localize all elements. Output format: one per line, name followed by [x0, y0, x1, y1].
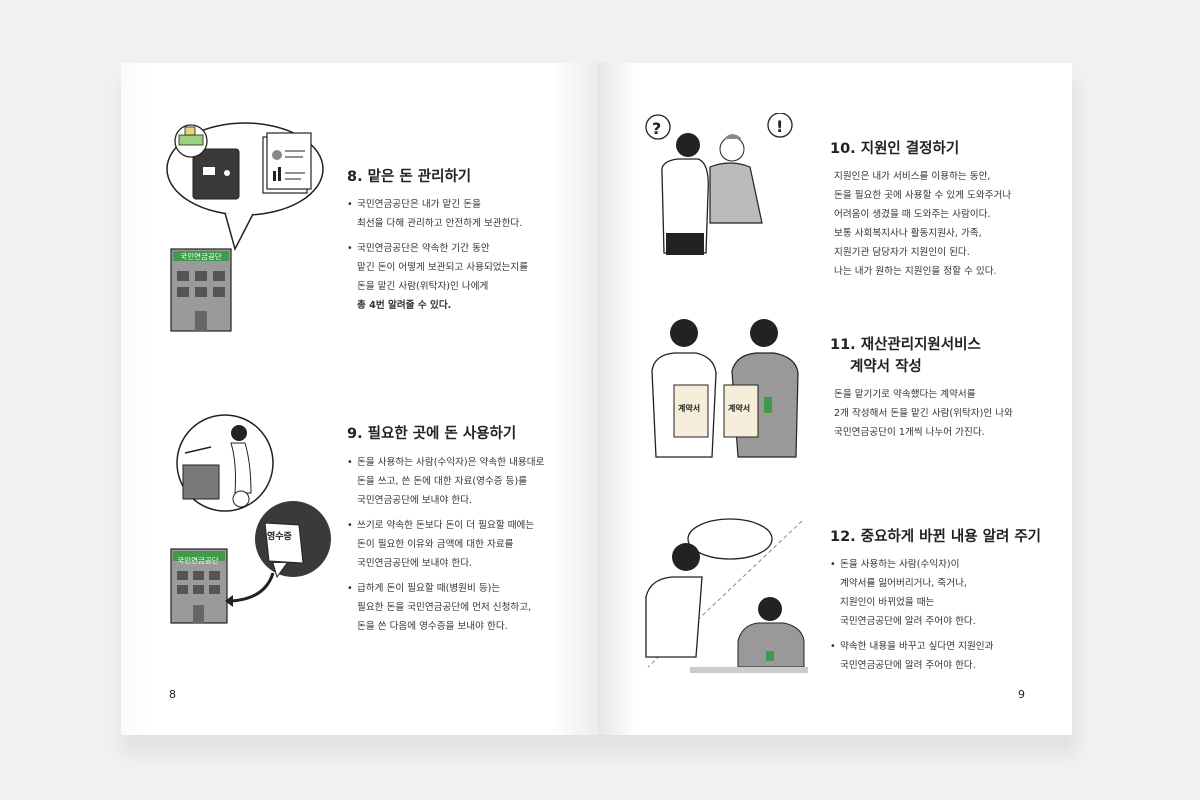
illustration-contract	[646, 315, 806, 465]
section-10-title: 10. 지원인 결정하기	[830, 141, 960, 157]
bullet-item: 국민연금공단은 약속한 기간 동안 맡긴 돈이 어떻게 보관되고 사용되었는지를…	[347, 239, 587, 315]
exclaim-mark: !	[776, 117, 784, 136]
left-page: 국민연금공단 8. 맡은 돈 관리하기 국민연금공단은 내가 맡긴 돈을 최선을…	[121, 63, 598, 735]
illustration-spending	[165, 413, 335, 628]
illustration-notify	[642, 517, 812, 677]
illustration-money-management	[165, 121, 325, 336]
section-11-title: 11. 재산관리지원서비스	[830, 337, 981, 353]
bullet-item: 약속한 내용을 바꾸고 싶다면 지원인과 국민연금공단에 알려 주어야 한다.	[830, 637, 1050, 675]
bullet-item: 국민연금공단은 내가 맡긴 돈을 최선을 다해 관리하고 안전하게 보관한다.	[347, 195, 587, 233]
bullet-item: 돈을 사용하는 사람(수익자)이 계약서를 잃어버리거나, 죽거나, 지원인이 …	[830, 555, 1050, 631]
receipt-label: 영수증	[267, 532, 292, 542]
right-page: ? ! 10. 지원인 결정하기 지원인은 내가 서비스를 이용하는 동안, 돈…	[598, 63, 1072, 735]
section-8-title: 8. 맡은 돈 관리하기	[347, 169, 472, 185]
building-sign-bottom: 국민연금공단	[177, 556, 219, 565]
section-9-title: 9. 필요한 곳에 돈 사용하기	[347, 426, 517, 442]
question-mark: ?	[652, 119, 662, 138]
section-12-title: 12. 중요하게 바뀐 내용 알려 주기	[830, 529, 1042, 545]
contract-label-right: 계약서	[728, 404, 751, 413]
bullet-item: 급하게 돈이 필요할 때(병원비 등)는 필요한 돈을 국민연금공단에 먼저 신…	[347, 579, 587, 636]
section-8-body: 국민연금공단은 내가 맡긴 돈을 최선을 다해 관리하고 안전하게 보관한다. …	[347, 195, 587, 321]
illustration-supporter	[644, 113, 804, 263]
bullet-item: 돈을 사용하는 사람(수익자)은 약속한 내용대로 돈을 쓰고, 쓴 돈에 대한…	[347, 453, 587, 510]
bullet-item: 쓰기로 약속한 돈보다 돈이 더 필요할 때에는 돈이 필요한 이유와 금액에 …	[347, 516, 587, 573]
page-number-right: 9	[1018, 688, 1025, 701]
section-11-title-2: 계약서 작성	[850, 359, 922, 375]
page-number-left: 8	[169, 688, 176, 701]
section-10-body: 지원인은 내가 서비스를 이용하는 동안, 돈을 필요한 곳에 사용할 수 있게…	[834, 171, 1012, 277]
section-11-body: 돈을 맡기기로 약속했다는 계약서를 2개 작성해서 돈을 맡긴 사람(위탁자)…	[834, 389, 1013, 438]
section-9-body: 돈을 사용하는 사람(수익자)은 약속한 내용대로 돈을 쓰고, 쓴 돈에 대한…	[347, 453, 587, 642]
contract-label-left: 계약서	[678, 404, 701, 413]
building-sign-top: 국민연금공단	[180, 252, 222, 261]
section-12-body: 돈을 사용하는 사람(수익자)이 계약서를 잃어버리거나, 죽거나, 지원인이 …	[830, 555, 1050, 681]
